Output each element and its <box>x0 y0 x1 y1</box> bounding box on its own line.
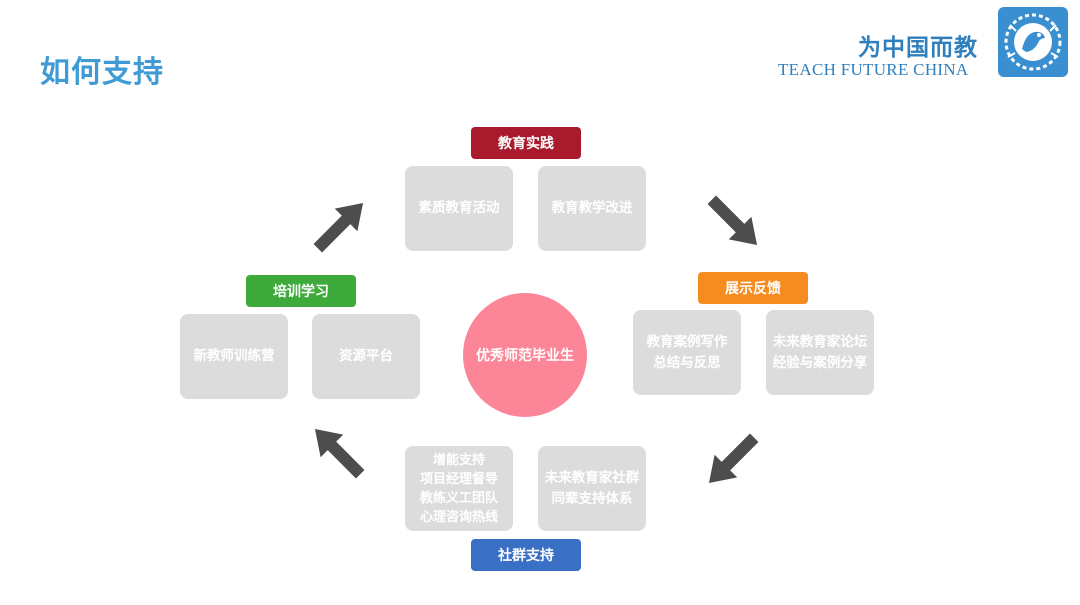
community-box-2: 未来教育家社群 同辈支持体系 <box>538 446 646 531</box>
brand-name-cn: 为中国而教 <box>858 34 978 61</box>
brand-name-en: TEACH FUTURE CHINA <box>778 60 969 79</box>
practice-box-2: 教育教学改进 <box>538 166 646 251</box>
teach-future-china-logo-icon <box>998 7 1068 77</box>
training-box-2: 资源平台 <box>312 314 420 399</box>
feedback-label: 展示反馈 <box>698 272 808 304</box>
box-text: 总结与反思 <box>653 354 721 371</box>
box-text: 同辈支持体系 <box>551 490 633 507</box>
box-text: 未来教育家社群 <box>544 469 640 486</box>
box-text: 未来教育家论坛 <box>772 333 868 350</box>
box-text: 教育教学改进 <box>551 200 633 216</box>
training-box-1: 新教师训练营 <box>180 314 288 399</box>
feedback-box-1: 教育案例写作 总结与反思 <box>633 310 741 395</box>
box-text: 素质教育活动 <box>418 200 500 216</box>
community-label: 社群支持 <box>471 539 581 571</box>
box-text: 增能支持 <box>432 452 485 468</box>
cycle-arrow-icon <box>313 202 364 253</box>
training-label: 培训学习 <box>246 275 356 307</box>
page-title: 如何支持 <box>40 55 164 90</box>
feedback-box-2: 未来教育家论坛 经验与案例分享 <box>766 310 874 395</box>
cycle-arrow-icon <box>314 428 365 479</box>
community-box-1: 增能支持 项目经理督导 教练义工团队 心理咨询热线 <box>405 446 513 531</box>
box-text: 新教师训练营 <box>193 348 275 364</box>
box-text: 教育案例写作 <box>646 333 728 350</box>
practice-label: 教育实践 <box>471 127 581 159</box>
cycle-arrow-icon <box>708 433 759 484</box>
box-text: 项目经理督导 <box>419 471 498 487</box>
practice-box-1: 素质教育活动 <box>405 166 513 251</box>
cycle-arrow-icon <box>707 195 758 246</box>
center-node: 优秀师范毕业生 <box>463 293 587 417</box>
box-text: 资源平台 <box>339 348 393 364</box>
box-text: 经验与案例分享 <box>772 354 868 371</box>
box-text: 心理咨询热线 <box>419 509 498 525</box>
box-text: 教练义工团队 <box>419 490 498 506</box>
